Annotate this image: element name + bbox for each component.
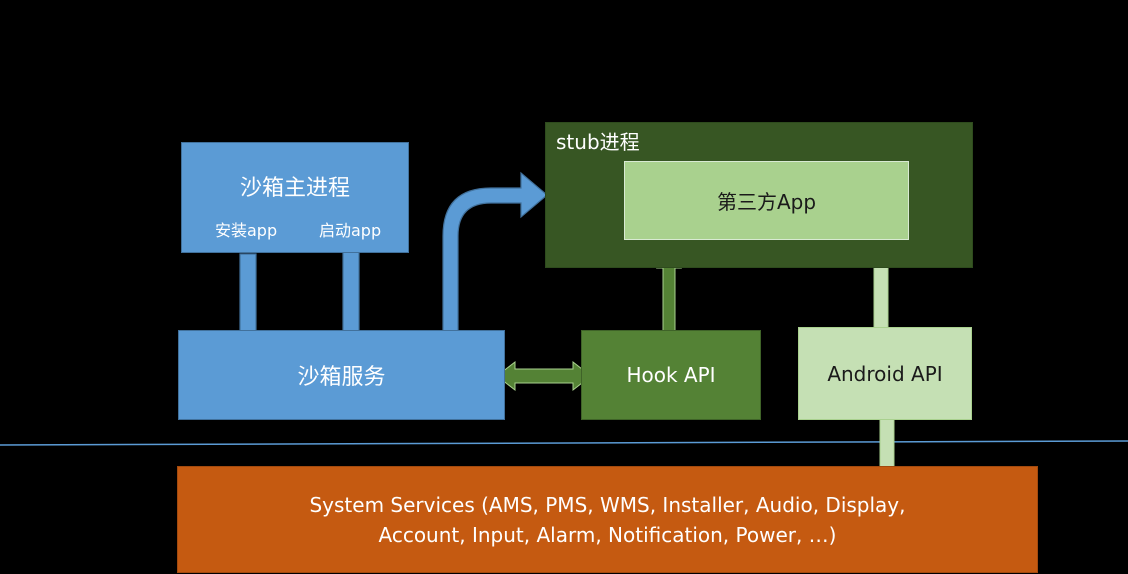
sandbox-main-process-title: 沙箱主进程: [239, 176, 350, 201]
sandbox-service-box: 沙箱服务: [178, 330, 505, 420]
android-api-box: Android API: [798, 327, 972, 420]
system-services-line-1: System Services (AMS, PMS, WMS, Installe…: [309, 492, 906, 517]
service-to-stub-arrow: [442, 171, 548, 346]
hook-api-label: Hook API: [626, 363, 716, 387]
stub-process-label: stub进程: [556, 130, 640, 154]
system-services-line-2: Account, Input, Alarm, Notification, Pow…: [378, 522, 837, 547]
system-services-box: System Services (AMS, PMS, WMS, Installe…: [177, 466, 1038, 573]
sandbox-main-process-box: 沙箱主进程 安装app 启动app: [181, 142, 409, 253]
hook-api-box: Hook API: [581, 330, 761, 420]
sandbox-service-label: 沙箱服务: [297, 365, 386, 390]
separator-line: [0, 440, 1128, 446]
launch-app-label: 启动app: [319, 221, 382, 240]
android-api-label: Android API: [827, 361, 943, 386]
install-app-label: 安装app: [215, 221, 278, 240]
third-party-app-box: 第三方App: [624, 161, 909, 240]
service-hook-arrow: [496, 360, 592, 392]
third-party-app-label: 第三方App: [716, 190, 817, 214]
